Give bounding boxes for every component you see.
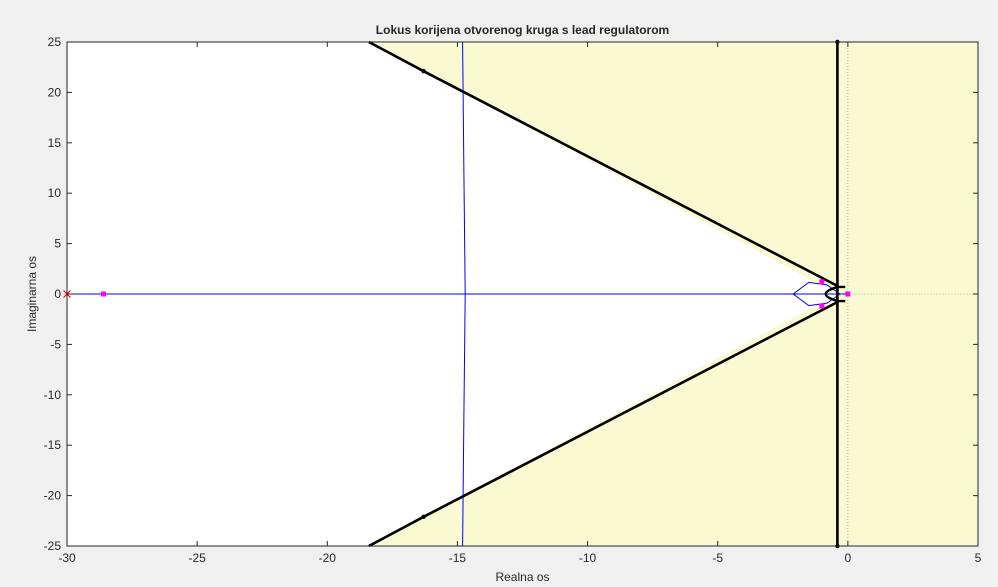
closed-loop-pole-4	[845, 291, 851, 297]
y-tick-label: 10	[48, 186, 62, 200]
x-axis-label: Realna os	[495, 570, 549, 584]
y-tick-label: -25	[44, 539, 62, 553]
closed-loop-pole-3	[819, 303, 825, 309]
x-tick-label: -20	[319, 551, 337, 565]
y-tick-label: -15	[44, 438, 62, 452]
y-tick-label: 0	[54, 287, 61, 301]
y-axis-ticks: 25 20 15 10 5 0 -5 -10 -15 -20 -25	[44, 35, 978, 553]
x-tick-label: -15	[449, 551, 467, 565]
allowed-region-shade	[368, 42, 979, 546]
x-tick-label: -25	[188, 551, 206, 565]
constraint-point-3	[421, 69, 426, 74]
x-tick-label: 0	[845, 551, 852, 565]
damping-constraint-lines	[368, 39, 846, 549]
x-tick-label: -30	[58, 551, 76, 565]
x-axis-ticks: -30 -25 -20 -15 -10 -5 0 5	[58, 42, 982, 565]
x-tick-label: -10	[579, 551, 597, 565]
y-tick-label: -10	[44, 388, 62, 402]
y-tick-label: -20	[44, 489, 62, 503]
locus-branches	[67, 41, 848, 547]
y-tick-label: 20	[48, 85, 62, 99]
y-tick-label: 25	[48, 35, 62, 49]
locus-branch-2	[462, 41, 466, 547]
closed-loop-pole-2	[819, 279, 825, 285]
closed-loop-pole-1	[100, 291, 106, 297]
constraint-point-4	[421, 514, 426, 519]
locus-branch-3	[792, 281, 841, 307]
chart-title: Lokus korijena otvorenog kruga s lead re…	[376, 23, 669, 37]
x-tick-label: 5	[975, 551, 982, 565]
y-axis-label: Imaginarna os	[25, 256, 39, 332]
constraint-bracket	[824, 285, 846, 303]
y-tick-label: 5	[54, 237, 61, 251]
x-tick-label: -5	[712, 551, 723, 565]
y-tick-label: 15	[48, 136, 62, 150]
y-tick-label: -5	[50, 337, 61, 351]
